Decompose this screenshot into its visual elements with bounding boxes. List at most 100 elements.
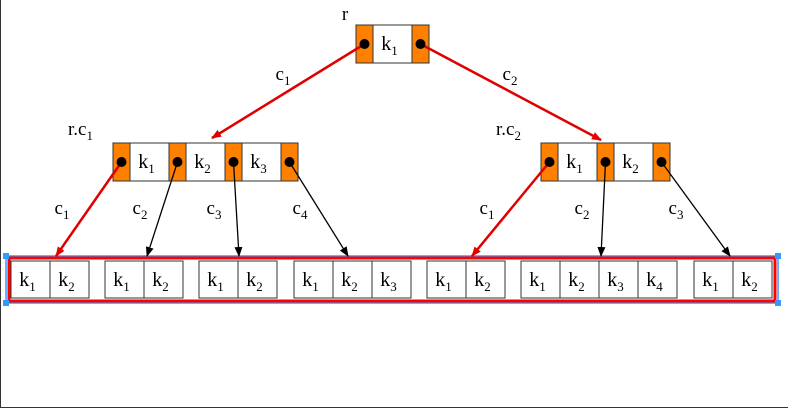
key-label: k3 <box>250 151 267 176</box>
leaf-key-label-base: k <box>474 269 484 291</box>
edge-rc2-c2 <box>597 161 607 257</box>
edge-label-base: c <box>575 198 583 219</box>
edge-label: c2 <box>503 64 518 88</box>
key-label-subscript: 2 <box>204 161 211 176</box>
key-label-base: k <box>250 151 260 173</box>
leaf-key-label-subscript: 2 <box>751 279 758 294</box>
leaf-node <box>426 260 506 299</box>
pointer-dot <box>600 157 611 167</box>
key-label-subscript: 1 <box>148 161 155 176</box>
leaf-key-label-subscript: 2 <box>351 279 358 294</box>
pointer-dot <box>228 157 239 167</box>
leaf-key-label: k2 <box>58 269 75 294</box>
leaf-node <box>10 260 90 299</box>
leaf-key-label: k1 <box>435 269 452 294</box>
leaf-key-label: k1 <box>19 269 36 294</box>
leaf-key-cell <box>332 260 373 299</box>
leaf-key-label: k3 <box>380 269 397 294</box>
pointer-dot <box>116 157 127 167</box>
edge-label-subscript: 2 <box>583 207 590 222</box>
key-label-base: k <box>194 151 204 173</box>
key-label: k1 <box>138 151 155 176</box>
leaf-key-label-base: k <box>113 269 123 291</box>
leaf-key-label: k3 <box>607 269 624 294</box>
leaf-key-cell <box>598 260 639 299</box>
edge-label-subscript: 1 <box>488 207 495 222</box>
leaf-key-label-subscript: 2 <box>68 279 75 294</box>
selection-handle <box>3 253 9 259</box>
leaf-key-cell <box>143 260 184 299</box>
leaf-node <box>198 260 278 299</box>
edge-label-base: c <box>55 198 63 219</box>
leaf-key-label-subscript: 2 <box>484 279 491 294</box>
leaf-key-label-base: k <box>341 269 351 291</box>
edge-root-c1 <box>211 42 366 140</box>
leaf-key-cell <box>637 260 678 299</box>
leaf-key-label: k2 <box>152 269 169 294</box>
edge-label: c1 <box>55 198 70 222</box>
key-cell <box>129 142 170 182</box>
key-cell <box>557 142 598 182</box>
leaf-key-label: k1 <box>302 269 319 294</box>
leaf-key-cell <box>426 260 467 299</box>
selection-outline <box>5 255 779 304</box>
selection-handle <box>775 253 781 259</box>
pointer-dot <box>284 157 295 167</box>
edge-label: c3 <box>669 198 684 222</box>
edge-rc2-c3 <box>660 161 731 257</box>
root-label: r <box>342 4 349 25</box>
leaf-key-label-base: k <box>302 269 312 291</box>
leaf-key-cell <box>693 260 734 299</box>
selection-handle <box>775 300 781 306</box>
leaf-key-cell <box>198 260 239 299</box>
key-label-subscript: 3 <box>260 161 267 176</box>
leaf-key-cell <box>371 260 412 299</box>
edge-label: c1 <box>480 198 495 222</box>
leaf-key-cell <box>49 260 90 299</box>
key-cell <box>185 142 226 182</box>
internal-node-label: r.c2 <box>496 119 521 143</box>
leaf-key-label-base: k <box>702 269 712 291</box>
leaf-key-label-subscript: 3 <box>617 279 624 294</box>
leaf-key-cell <box>559 260 600 299</box>
leaf-node <box>520 260 678 299</box>
leaf-key-label: k2 <box>474 269 491 294</box>
leaf-key-label: k2 <box>741 269 758 294</box>
leaf-key-label-base: k <box>529 269 539 291</box>
leaf-key-label-base: k <box>207 269 217 291</box>
leaf-key-cell <box>465 260 506 299</box>
leaf-key-label-base: k <box>435 269 445 291</box>
edge-root-c2 <box>419 42 602 142</box>
leaf-key-label-base: k <box>19 269 29 291</box>
edge-label: c2 <box>133 198 148 222</box>
edge-label-base: c <box>207 198 215 219</box>
leaf-key-label: k4 <box>646 269 663 294</box>
leaf-node <box>693 260 773 299</box>
edge-label-base: c <box>276 64 284 85</box>
leaf-key-label-base: k <box>568 269 578 291</box>
edge-label-base: c <box>293 198 301 219</box>
key-label-base: k <box>622 151 632 173</box>
leaf-key-label: k1 <box>529 269 546 294</box>
pointer-dot <box>544 157 555 167</box>
leaf-key-label: k2 <box>568 269 585 294</box>
key-label-subscript: 1 <box>576 161 583 176</box>
key-label-base: k <box>381 33 391 55</box>
leaf-key-label-subscript: 2 <box>162 279 169 294</box>
leaf-key-label: k2 <box>246 269 263 294</box>
edge-rc1-c4 <box>288 161 349 257</box>
leaf-key-label-base: k <box>152 269 162 291</box>
pointer-dot <box>415 39 426 49</box>
edge-label: c3 <box>207 198 222 222</box>
leaf-key-label-subscript: 1 <box>217 279 224 294</box>
leaf-key-label-subscript: 2 <box>256 279 263 294</box>
leaf-node <box>293 260 412 299</box>
root-label-base: r <box>342 4 349 25</box>
edge-rc1-c2 <box>145 161 179 257</box>
leaf-key-label-subscript: 1 <box>712 279 719 294</box>
key-cell <box>241 142 282 182</box>
key-label: k2 <box>622 151 639 176</box>
leaf-key-label-base: k <box>246 269 256 291</box>
edge-rc2-c1 <box>471 161 551 257</box>
